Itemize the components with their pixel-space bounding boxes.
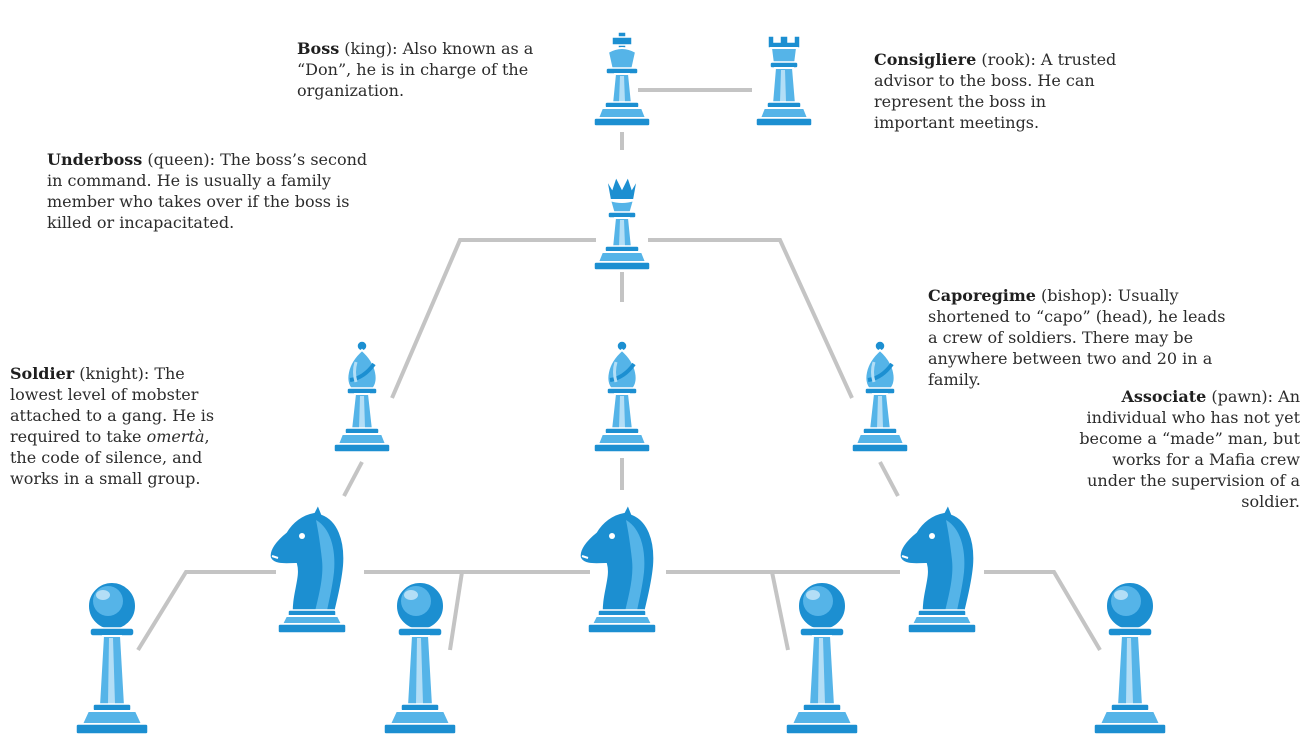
note-boss-text: (king): Also known as a “Don”, he is in …	[297, 39, 534, 100]
connector-capo-right-soldier	[878, 461, 900, 497]
knight-piece-soldier-right	[898, 503, 977, 634]
note-consigliere-role: Consigliere	[874, 50, 977, 69]
king-piece-boss	[593, 31, 651, 127]
note-soldier-role: Soldier	[10, 364, 75, 383]
bishop-piece-capo-right	[850, 339, 910, 454]
bishop-piece-capo-center	[592, 339, 652, 454]
knight-piece-soldier-center	[578, 503, 657, 634]
note-boss-role: Boss	[297, 39, 340, 58]
note-underboss-role: Underboss	[47, 150, 143, 169]
note-underboss-text: (queen): The boss’s second in command. H…	[47, 150, 368, 232]
note-caporegime-text: (bishop): Usually shortened to “capo” (h…	[928, 286, 1226, 389]
connector-underboss-capo-left	[390, 238, 596, 399]
connector-underboss-capo-right	[648, 238, 854, 399]
pawn-piece-associate-1	[75, 581, 149, 735]
note-associate-role: Associate	[1121, 387, 1207, 406]
bishop-piece-capo-left	[332, 339, 392, 454]
connector-soldier-center-assoc3-drop	[770, 571, 790, 651]
note-caporegime: Caporegime (bishop): Usually shortened t…	[928, 285, 1228, 390]
note-underboss: Underboss (queen): The boss’s second in …	[47, 149, 379, 233]
note-soldier-italic: omertà	[146, 427, 205, 446]
note-soldier: Soldier (knight): The lowest level of mo…	[10, 363, 226, 489]
connector-soldier-right-assoc4	[984, 570, 1102, 652]
note-associate: Associate (pawn): An individual who has …	[1078, 386, 1300, 512]
note-soldier-text-b: , the code of silence, and works in a sm…	[10, 427, 210, 488]
connector-soldier-left-assoc2-drop	[448, 571, 464, 651]
connector-soldier-left-assoc1	[136, 570, 276, 652]
note-soldier-text-a: (knight): The lowest level of mobster at…	[10, 364, 215, 446]
connector-lines	[136, 88, 1102, 652]
note-caporegime-role: Caporegime	[928, 286, 1036, 305]
pawn-piece-associate-2	[383, 581, 457, 735]
note-consigliere-text: (rook): A trusted advisor to the boss. H…	[874, 50, 1117, 132]
pawn-piece-associate-4	[1093, 581, 1167, 735]
note-boss: Boss (king): Also known as a “Don”, he i…	[297, 38, 567, 101]
rook-piece-consigliere	[755, 35, 813, 127]
knight-piece-soldier-left	[268, 503, 347, 634]
queen-piece-underboss	[593, 175, 651, 271]
connector-capo-left-soldier	[342, 461, 364, 497]
note-consigliere: Consigliere (rook): A trusted advisor to…	[874, 49, 1119, 133]
note-associate-text: (pawn): An individual who has not yet be…	[1079, 387, 1300, 511]
pawn-piece-associate-3	[785, 581, 859, 735]
